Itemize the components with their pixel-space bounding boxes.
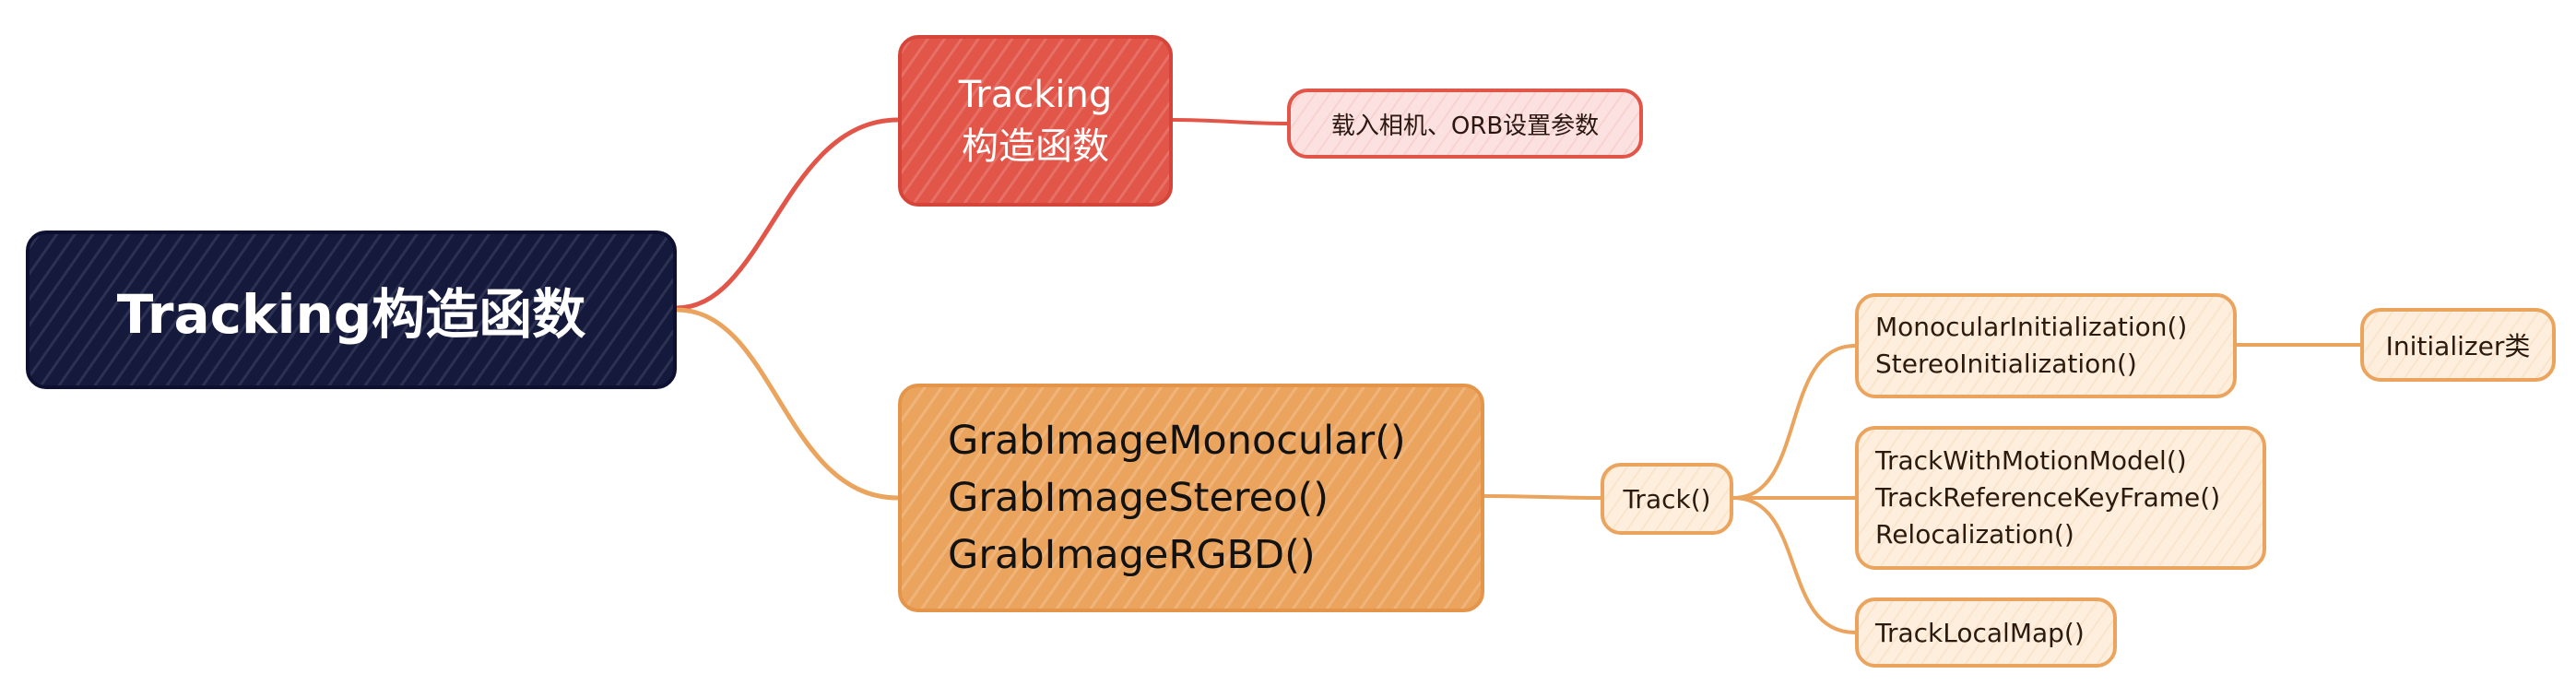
root-node[interactable]: Tracking构造函数 [26,231,677,389]
constructor-node[interactable]: Tracking 构造函数 [898,35,1173,207]
connector-grab-track [1483,494,1602,500]
connector-track-initialization [1731,344,1857,500]
tracking-methods-line-2: TrackReferenceKeyFrame() [1875,482,2221,513]
load-params-node[interactable]: 载入相机、ORB设置参数 [1287,89,1643,159]
local-map-node[interactable]: TrackLocalMap() [1855,597,2117,668]
connector-root-grab [674,307,901,501]
grab-image-line-3: GrabImageRGBD() [948,532,1316,578]
grab-image-line-2: GrabImageStereo() [948,475,1329,521]
track-node-label: Track() [1623,483,1711,514]
initialization-line-2: StereoInitialization() [1875,349,2137,379]
connector-track-localmap [1731,496,1857,634]
connector-root-constructor [674,117,901,311]
grab-image-node[interactable]: GrabImageMonocular() GrabImageStereo() G… [898,384,1484,612]
initializer-class-node[interactable]: Initializer类 [2360,308,2556,382]
initialization-line-1: MonocularInitialization() [1875,312,2188,342]
initializer-class-label: Initializer类 [2385,331,2531,361]
track-node[interactable]: Track() [1601,463,1733,535]
connector-constructor-load [1171,118,1289,125]
load-params-label: 载入相机、ORB设置参数 [1330,112,1600,140]
tracking-methods-node[interactable]: TrackWithMotionModel() TrackReferenceKey… [1855,426,2266,570]
root-node-label: Tracking构造函数 [116,283,586,346]
constructor-node-line-1: Tracking [958,74,1113,116]
tracking-methods-line-1: TrackWithMotionModel() [1875,445,2187,476]
grab-image-line-1: GrabImageMonocular() [948,418,1406,464]
constructor-node-line-2: 构造函数 [962,125,1109,168]
local-map-label: TrackLocalMap() [1875,617,2085,648]
initialization-node[interactable]: MonocularInitialization() StereoInitiali… [1855,293,2237,398]
tracking-methods-line-3: Relocalization() [1875,519,2074,550]
